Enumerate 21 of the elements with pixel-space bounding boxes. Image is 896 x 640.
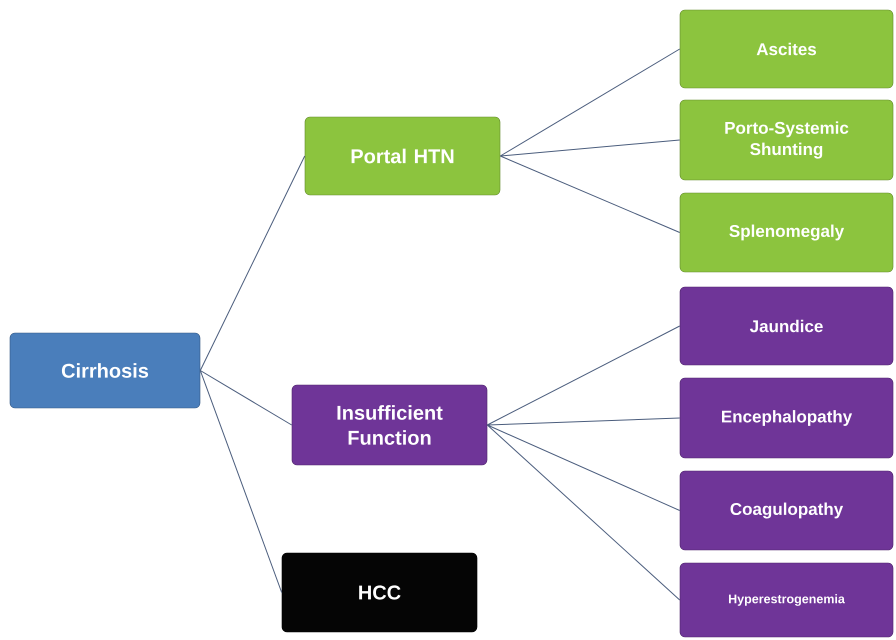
connector-line	[486, 326, 680, 426]
box: Hyperestrogenemia	[680, 562, 894, 638]
connector-line	[200, 370, 292, 426]
connector-line	[200, 156, 306, 371]
box: Ascites	[680, 10, 894, 88]
connector-line	[500, 140, 680, 156]
connector-line	[500, 48, 680, 156]
connector-line	[500, 156, 680, 233]
box: Encephalopathy	[680, 378, 894, 458]
box: HCC	[282, 552, 478, 632]
connector-line	[486, 424, 680, 600]
box: Splenomegaly	[680, 192, 894, 272]
box: Portal HTN	[304, 116, 500, 196]
connector-line	[486, 424, 680, 511]
box: Coagulopathy	[680, 470, 894, 550]
connector-line	[486, 418, 680, 426]
box: Jaundice	[680, 286, 894, 366]
connector-line	[200, 370, 282, 593]
box: Cirrhosis	[10, 332, 200, 408]
box: Porto-Systemic Shunting	[680, 100, 894, 180]
box: Insufficient Function	[292, 384, 488, 466]
